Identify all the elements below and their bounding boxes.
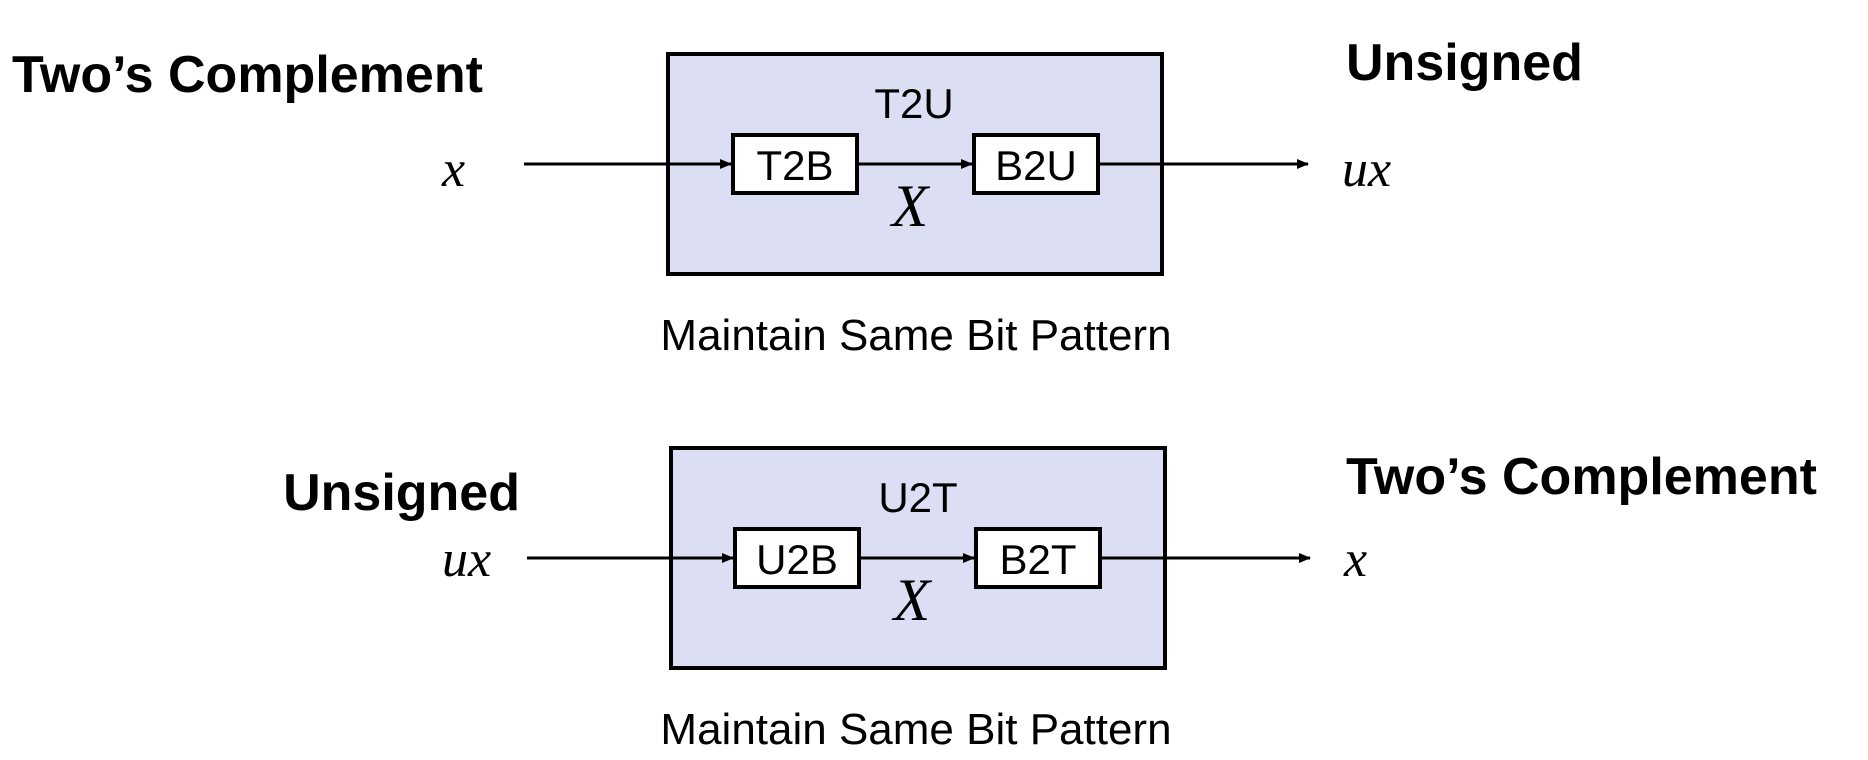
t2u-left-title: Two’s Complement bbox=[12, 46, 483, 104]
t2u-output-var: ux bbox=[1342, 141, 1391, 198]
u2t-input-var: ux bbox=[442, 531, 491, 588]
u2t-output-var: x bbox=[1343, 531, 1367, 588]
t2u-second-stage-box bbox=[972, 133, 1100, 195]
u2t-left-title: Unsigned bbox=[283, 464, 520, 522]
t2u-caption: Maintain Same Bit Pattern bbox=[660, 311, 1171, 360]
t2u-bit-pattern-var: X bbox=[890, 173, 931, 239]
t2u-input-var: x bbox=[441, 141, 465, 198]
t2u-first-stage-label: T2B bbox=[756, 142, 833, 189]
u2t-diagram: Unsigned Two’s Complement U2T ux U2B X B… bbox=[283, 446, 1817, 754]
t2u-first-stage-box bbox=[731, 133, 859, 195]
t2u-diagram: Two’s Complement Unsigned T2U x T2B X B2… bbox=[12, 34, 1583, 360]
u2t-right-title: Two’s Complement bbox=[1346, 448, 1817, 506]
u2t-bit-pattern-var: X bbox=[892, 567, 933, 633]
t2u-box-label: T2U bbox=[874, 80, 953, 127]
u2t-second-stage-label: B2T bbox=[999, 536, 1076, 583]
u2t-box-label: U2T bbox=[878, 474, 957, 521]
u2t-caption: Maintain Same Bit Pattern bbox=[660, 705, 1171, 754]
t2u-right-title: Unsigned bbox=[1346, 34, 1583, 92]
t2u-second-stage-label: B2U bbox=[995, 142, 1077, 189]
u2t-first-stage-label: U2B bbox=[756, 536, 838, 583]
